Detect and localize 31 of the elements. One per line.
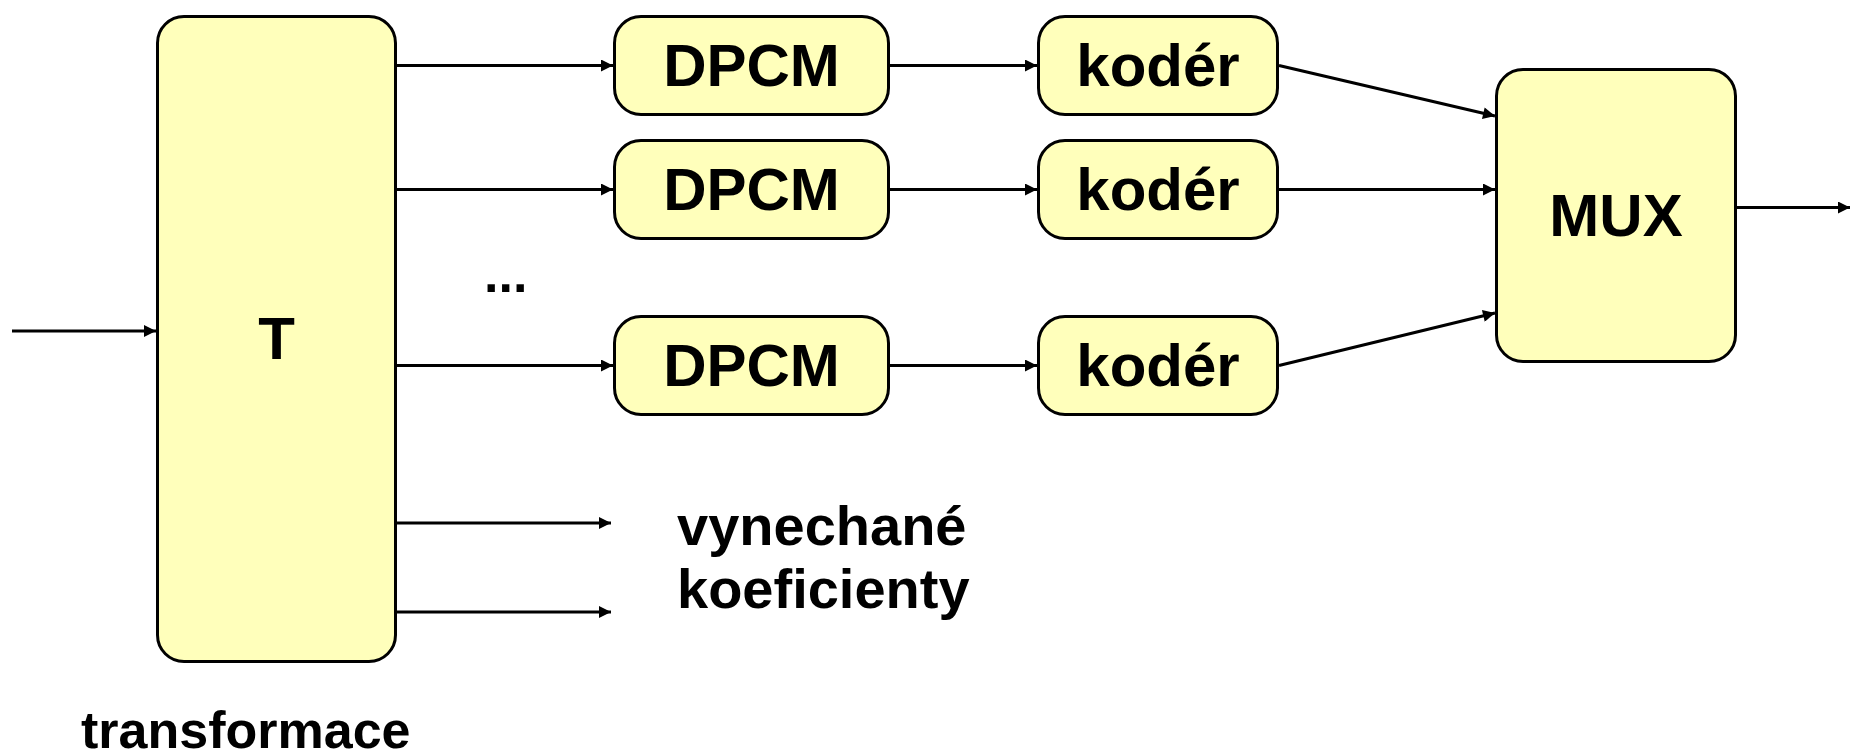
- node-label: kodér: [1076, 159, 1240, 220]
- node-label: DPCM: [663, 35, 840, 96]
- node-label: T: [258, 309, 295, 369]
- node-label: MUX: [1549, 185, 1683, 246]
- arrow: [1279, 183, 1495, 196]
- arrow: [1278, 64, 1496, 120]
- process-box: [613, 139, 890, 240]
- process-box: [613, 315, 890, 416]
- arrow: [890, 183, 1037, 196]
- process-box: [1037, 315, 1279, 416]
- arrow: [397, 517, 611, 529]
- node-label: DPCM: [663, 159, 840, 220]
- process-box: [1495, 68, 1737, 363]
- node-label: kodér: [1076, 335, 1240, 396]
- arrow: [890, 59, 1037, 72]
- ellipsis-label: ...: [484, 248, 528, 300]
- process-box: [1037, 15, 1279, 116]
- arrow: [1737, 201, 1850, 214]
- arrow: [397, 606, 611, 618]
- arrow: [12, 325, 156, 337]
- process-box: [1037, 139, 1279, 240]
- arrow: [397, 59, 613, 72]
- process-box: [613, 15, 890, 116]
- arrow: [890, 359, 1037, 372]
- arrow: [1278, 310, 1496, 367]
- arrow: [397, 183, 613, 196]
- arrow: [397, 359, 613, 372]
- node-label: DPCM: [663, 335, 840, 396]
- node-label: vynechané koeficienty: [677, 495, 971, 621]
- node-label: transformace: [81, 704, 411, 755]
- node-label: kodér: [1076, 35, 1240, 96]
